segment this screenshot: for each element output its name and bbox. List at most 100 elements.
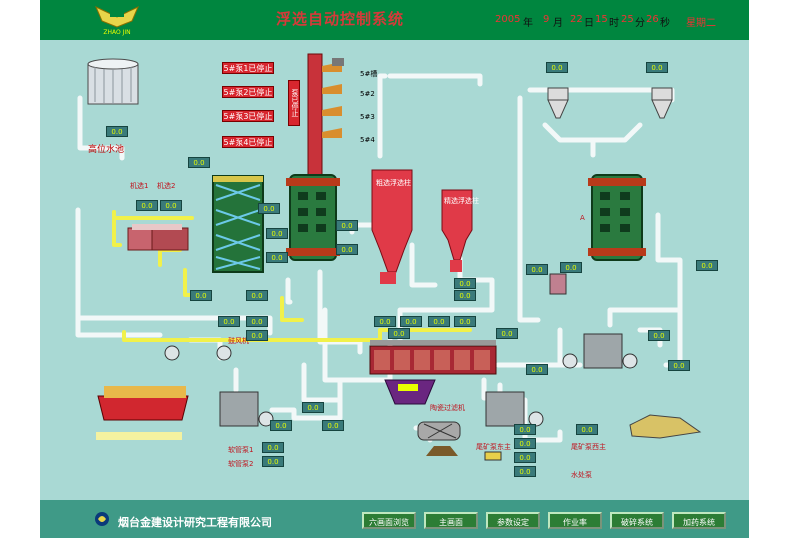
- mixer-tank-1: [286, 174, 340, 261]
- readout-r40: 0.0: [668, 360, 690, 371]
- day-value: 22: [570, 14, 583, 25]
- cyclone-1: [547, 87, 569, 119]
- readout-r10: 0.0: [246, 316, 268, 327]
- label-water-pump: 水处泵: [571, 471, 592, 479]
- readout-pump1: 0.0: [262, 442, 284, 453]
- label-blower: 鼓风机: [228, 337, 249, 345]
- ceramic-filter: [384, 379, 436, 405]
- white-pipes: [75, 73, 683, 443]
- readout-tail-east: 0.0: [514, 438, 536, 449]
- readout-r19: 0.0: [646, 62, 668, 73]
- readout-r12: 0.0: [374, 316, 396, 327]
- company-icon: [95, 512, 109, 526]
- cleaner-column: [441, 189, 473, 272]
- label-pump2: 软管泵2: [228, 460, 254, 468]
- hour-value: 15: [595, 14, 608, 25]
- label-tail-east: 尾矿泵东主: [476, 443, 511, 451]
- tailings-pond: [629, 414, 702, 439]
- day-unit: 日: [584, 18, 594, 29]
- logo-text: ZHAO JIN: [103, 29, 130, 36]
- stop-pump2-button[interactable]: 5#泵2已停止: [222, 86, 274, 98]
- main-window: ZHAO JIN 浮选自动控制系统 2005 年 9 月 22 日 15 时 2…: [40, 0, 749, 538]
- process-svg: [75, 53, 702, 461]
- high-water-tank: [87, 58, 139, 105]
- readout-r3: 0.0: [258, 203, 280, 214]
- company-logo: ZHAO JIN: [90, 3, 144, 37]
- cyclone-2: [651, 87, 673, 119]
- readout-r21: 0.0: [648, 330, 670, 341]
- label-reagent2: 机选2: [157, 182, 176, 190]
- label-filter: 陶瓷过滤机: [430, 404, 465, 412]
- label-cell5: 5#槽: [360, 70, 378, 78]
- readout-r6: 0.0: [136, 200, 158, 211]
- readout-r13: 0.0: [400, 316, 422, 327]
- label-reagent1: 机选1: [130, 182, 149, 190]
- readout-r17: 0.0: [454, 290, 476, 301]
- label-tail-west: 尾矿泵西主: [571, 443, 606, 451]
- readout-r32: 0.0: [514, 466, 536, 477]
- readout-r4: 0.0: [266, 228, 288, 239]
- mixer-tank-2: [588, 174, 646, 261]
- readout-r24: 0.0: [302, 402, 324, 413]
- readout-r16: 0.0: [454, 278, 476, 289]
- label-cell2: 5#2: [360, 90, 375, 98]
- readout-r38: 0.0: [388, 328, 410, 339]
- readout-r7: 0.0: [160, 200, 182, 211]
- readout-r34: 0.0: [336, 244, 358, 255]
- slag-tank: [96, 386, 189, 440]
- label-cleaner: 精选浮选柱: [444, 197, 479, 205]
- readout-r22: 0.0: [526, 264, 548, 275]
- readout-r23: 0.0: [526, 364, 548, 375]
- readout-r36: 0.0: [336, 220, 358, 231]
- second-value: 26: [646, 14, 659, 25]
- nav-crushing-button[interactable]: 破碎系统: [610, 512, 664, 529]
- spiral-classifier: [212, 175, 264, 273]
- readout-high-tank: 0.0: [106, 126, 128, 137]
- readout-r11: 0.0: [218, 316, 240, 327]
- readout-r5: 0.0: [266, 252, 288, 263]
- stop-pump-vertical-button[interactable]: 泵已停止: [288, 80, 300, 126]
- label-cell4: 5#4: [360, 136, 375, 144]
- truck: [484, 451, 502, 461]
- nav-parameter-button[interactable]: 参数设定: [486, 512, 540, 529]
- minute-unit: 分: [635, 18, 645, 29]
- nav-main-screen-button[interactable]: 主画面: [424, 512, 478, 529]
- rougher-column: [371, 169, 413, 284]
- label-high-tank: 高位水池: [88, 145, 125, 155]
- readout-r37: 0.0: [560, 262, 582, 273]
- readout-r33: 0.0: [576, 424, 598, 435]
- process-diagram: 高位水池 机选1 机选2 鼓风机 5#槽 5#2 5#3 5#4 粗选浮选柱 精…: [40, 40, 749, 500]
- nav-dosing-button[interactable]: 加药系统: [672, 512, 726, 529]
- distributor-box: [549, 273, 567, 295]
- stop-pump4-button[interactable]: 5#泵4已停止: [222, 136, 274, 148]
- weekday: 星期二: [686, 18, 716, 29]
- readout-r2: 0.0: [188, 157, 210, 168]
- month-unit: 月: [553, 18, 563, 29]
- readout-r20: 0.0: [696, 260, 718, 271]
- nav-six-screen-button[interactable]: 六画面浏览: [362, 512, 416, 529]
- stop-pump3-button[interactable]: 5#泵3已停止: [222, 110, 274, 122]
- readout-r25: 0.0: [270, 420, 292, 431]
- minute-value: 25: [621, 14, 634, 25]
- filter-drum: [417, 421, 461, 456]
- label-pump1: 软管泵1: [228, 446, 254, 454]
- reagent-tanks: [127, 224, 189, 251]
- readout-r29: 0.0: [514, 424, 536, 435]
- stop-pump1-button[interactable]: 5#泵1已停止: [222, 62, 274, 74]
- readout-r31: 0.0: [514, 452, 536, 463]
- readout-r39: 0.0: [496, 328, 518, 339]
- readout-r14: 0.0: [428, 316, 450, 327]
- second-unit: 秒: [660, 18, 670, 29]
- year-unit: 年: [523, 18, 533, 29]
- label-cell3: 5#3: [360, 113, 375, 121]
- header-bar: ZHAO JIN 浮选自动控制系统 2005 年 9 月 22 日 15 时 2…: [40, 0, 749, 40]
- pumps: [164, 345, 638, 427]
- mixer2-unit: A: [580, 214, 585, 222]
- nav-operation-rate-button[interactable]: 作业率: [548, 512, 602, 529]
- month-value: 9: [543, 14, 550, 25]
- readout-r18: 0.0: [546, 62, 568, 73]
- readout-pump2: 0.0: [262, 456, 284, 467]
- sump-2: [485, 391, 525, 427]
- distributor-column: [307, 53, 344, 205]
- footer-bar: 烟台金建设计研究工程有限公司 六画面浏览 主画面 参数设定 作业率 破碎系统 加…: [40, 500, 749, 538]
